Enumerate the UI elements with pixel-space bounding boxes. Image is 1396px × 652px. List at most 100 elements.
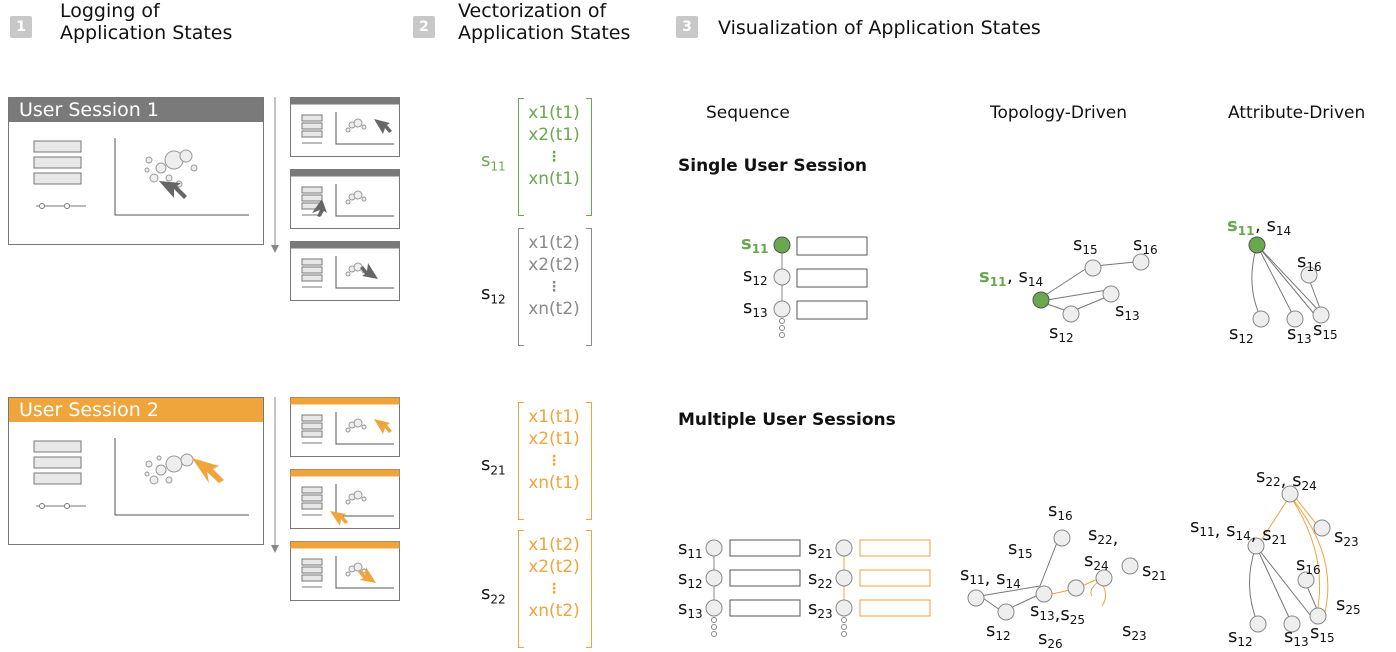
session-1-thumbnails [290,97,400,301]
svg-text:s16: s16 [1048,500,1073,523]
thumb-2 [290,169,400,229]
session-2-thumbnails [290,397,400,601]
vector-s21-entries: x1(t1) x2(t1) ⋮ xn(t1) [524,406,584,494]
thumb-3 [290,241,400,301]
vector-s11-label: s11 [481,150,506,174]
svg-text:s11: s11 [979,266,1006,289]
svg-text:s16: s16 [1133,234,1158,257]
svg-text:s23: s23 [808,598,833,621]
svg-text:, s14: , s14 [1255,215,1291,238]
vector-s12-label: s12 [481,283,506,307]
vector-s12-entries: x1(t2) x2(t2) ⋮ xn(t2) [524,232,584,320]
svg-text:s23: s23 [1122,620,1147,643]
svg-text:s15: s15 [1073,234,1098,257]
vector-s12-entry-1: x1(t2) [528,233,580,253]
svg-text:, s14: , s14 [1007,266,1043,289]
vector-s12-entry-4: xn(t2) [528,299,580,319]
multi-sequence-view: s11 s12 s13 s21 s22 s23 [678,538,931,637]
vector-s11-entry-1: x1(t1) [528,103,580,123]
step-1-badge: 1 [10,16,32,38]
single-attribute-view: s11 , s14 s16 s12 s13 s15 [1227,215,1338,346]
multi-attribute-view: s22, s24 s11, s14, s21 s23 s16 s25 s12 s… [1190,466,1361,649]
svg-text:s11: s11 [678,538,703,561]
vector-s11-bracket-left [518,98,524,216]
state-node-s11 [773,236,791,254]
svg-text:s11: s11 [1227,215,1254,238]
thumb-5 [290,469,400,529]
timeline-arrows [271,97,279,553]
vector-s11-entries: x1(t1) x2(t1) ⋮ xn(t1) [524,102,584,190]
vector-s22-label: s22 [481,583,506,607]
svg-text:s23: s23 [1334,526,1359,549]
vector-s22-entry-1: x1(t2) [528,535,580,555]
svg-text:s26: s26 [1038,628,1063,651]
single-topology-view: s11 , s14 s15 s16 s13 s12 [979,234,1158,345]
vector-s11-entry-3: ⋮ [547,149,561,165]
vector-s21-entry-2: x2(t1) [528,429,580,449]
svg-text:s21: s21 [1142,560,1167,583]
svg-text:s13: s13 [678,598,703,621]
step-3-badge: 3 [676,16,698,38]
step-2-title-line1: Vectorization of [458,0,607,22]
thumb-1 [290,97,400,157]
state-node-s12 [773,268,791,286]
row-single-user-session: Single User Session [678,156,867,176]
svg-text:s12: s12 [678,568,703,591]
vector-s21-entry-1: x1(t1) [528,407,580,427]
svg-text:s15: s15 [1310,622,1335,645]
svg-text:s16: s16 [1297,251,1322,274]
user-session-2-window: User Session 2 [8,397,264,545]
svg-text:s22, s24: s22, s24 [1256,466,1317,493]
step-2-badge: 2 [413,16,435,38]
user-session-2-title: User Session 2 [9,398,263,422]
session-2-mock-ui [33,438,249,516]
vector-s21-label: s21 [481,454,506,478]
vector-s22-entries: x1(t2) x2(t2) ⋮ xn(t2) [524,534,584,622]
vector-s22-entry-4: xn(t2) [528,601,580,621]
step-1-title-line1: Logging of [60,0,160,22]
step-1-title: Logging of Application States [60,0,232,44]
thumb-6 [290,541,400,601]
vector-s21-entry-4: xn(t1) [528,473,580,493]
svg-text:s24: s24 [1084,550,1109,573]
svg-text:s12: s12 [1049,322,1074,345]
user-session-1-title: User Session 1 [9,98,263,122]
column-topology-driven: Topology-Driven [990,103,1127,123]
step-2-title-line2: Application States [458,22,631,44]
vector-s11-entry-2: x2(t1) [528,125,580,145]
single-sequence-view: s11 s12 s13 [741,233,868,338]
vector-s12-bracket-left [518,228,524,346]
vector-s22-entry-3: ⋮ [547,581,561,597]
vector-s21-bracket-right [586,402,592,520]
thumb-4 [290,397,400,457]
vector-s12-bracket-right [586,228,592,346]
vector-s12-entry-2: x2(t2) [528,255,580,275]
multi-topology-view: s16 s22, s15 s24 s21 s11, s14 s13,s25 s1… [960,500,1167,651]
svg-text:s13: s13 [1287,323,1312,346]
svg-text:s15: s15 [1313,319,1338,342]
svg-text:s11, s14, s21: s11, s14, s21 [1190,516,1287,547]
vector-s22-bracket-right [586,530,592,648]
svg-text:s12: s12 [986,620,1011,643]
svg-text:s11, s14: s11, s14 [960,564,1021,591]
state-node-s13 [773,300,791,318]
svg-text:s12: s12 [743,265,768,288]
vector-s22-entry-2: x2(t2) [528,557,580,577]
session-1-mock-ui [33,138,249,216]
svg-text:s12: s12 [1229,323,1254,346]
step-1-title-line2: Application States [60,22,233,44]
step-3-title: Visualization of Application States [718,17,1041,39]
svg-text:s11: s11 [741,233,768,256]
row-multiple-user-sessions: Multiple User Sessions [678,410,896,430]
vector-s22-bracket-left [518,530,524,648]
svg-text:s22,: s22, [1088,524,1118,549]
vector-s11-entry-4: xn(t1) [528,169,580,189]
svg-text:s15: s15 [1008,538,1033,561]
svg-text:s22: s22 [808,568,833,591]
vector-s21-bracket-left [518,402,524,520]
column-sequence: Sequence [706,103,790,123]
svg-text:s13: s13 [1115,300,1140,323]
svg-text:s13,s25: s13,s25 [1030,600,1085,627]
user-session-1-window: User Session 1 [8,97,264,245]
column-attribute-driven: Attribute-Driven [1228,103,1366,123]
